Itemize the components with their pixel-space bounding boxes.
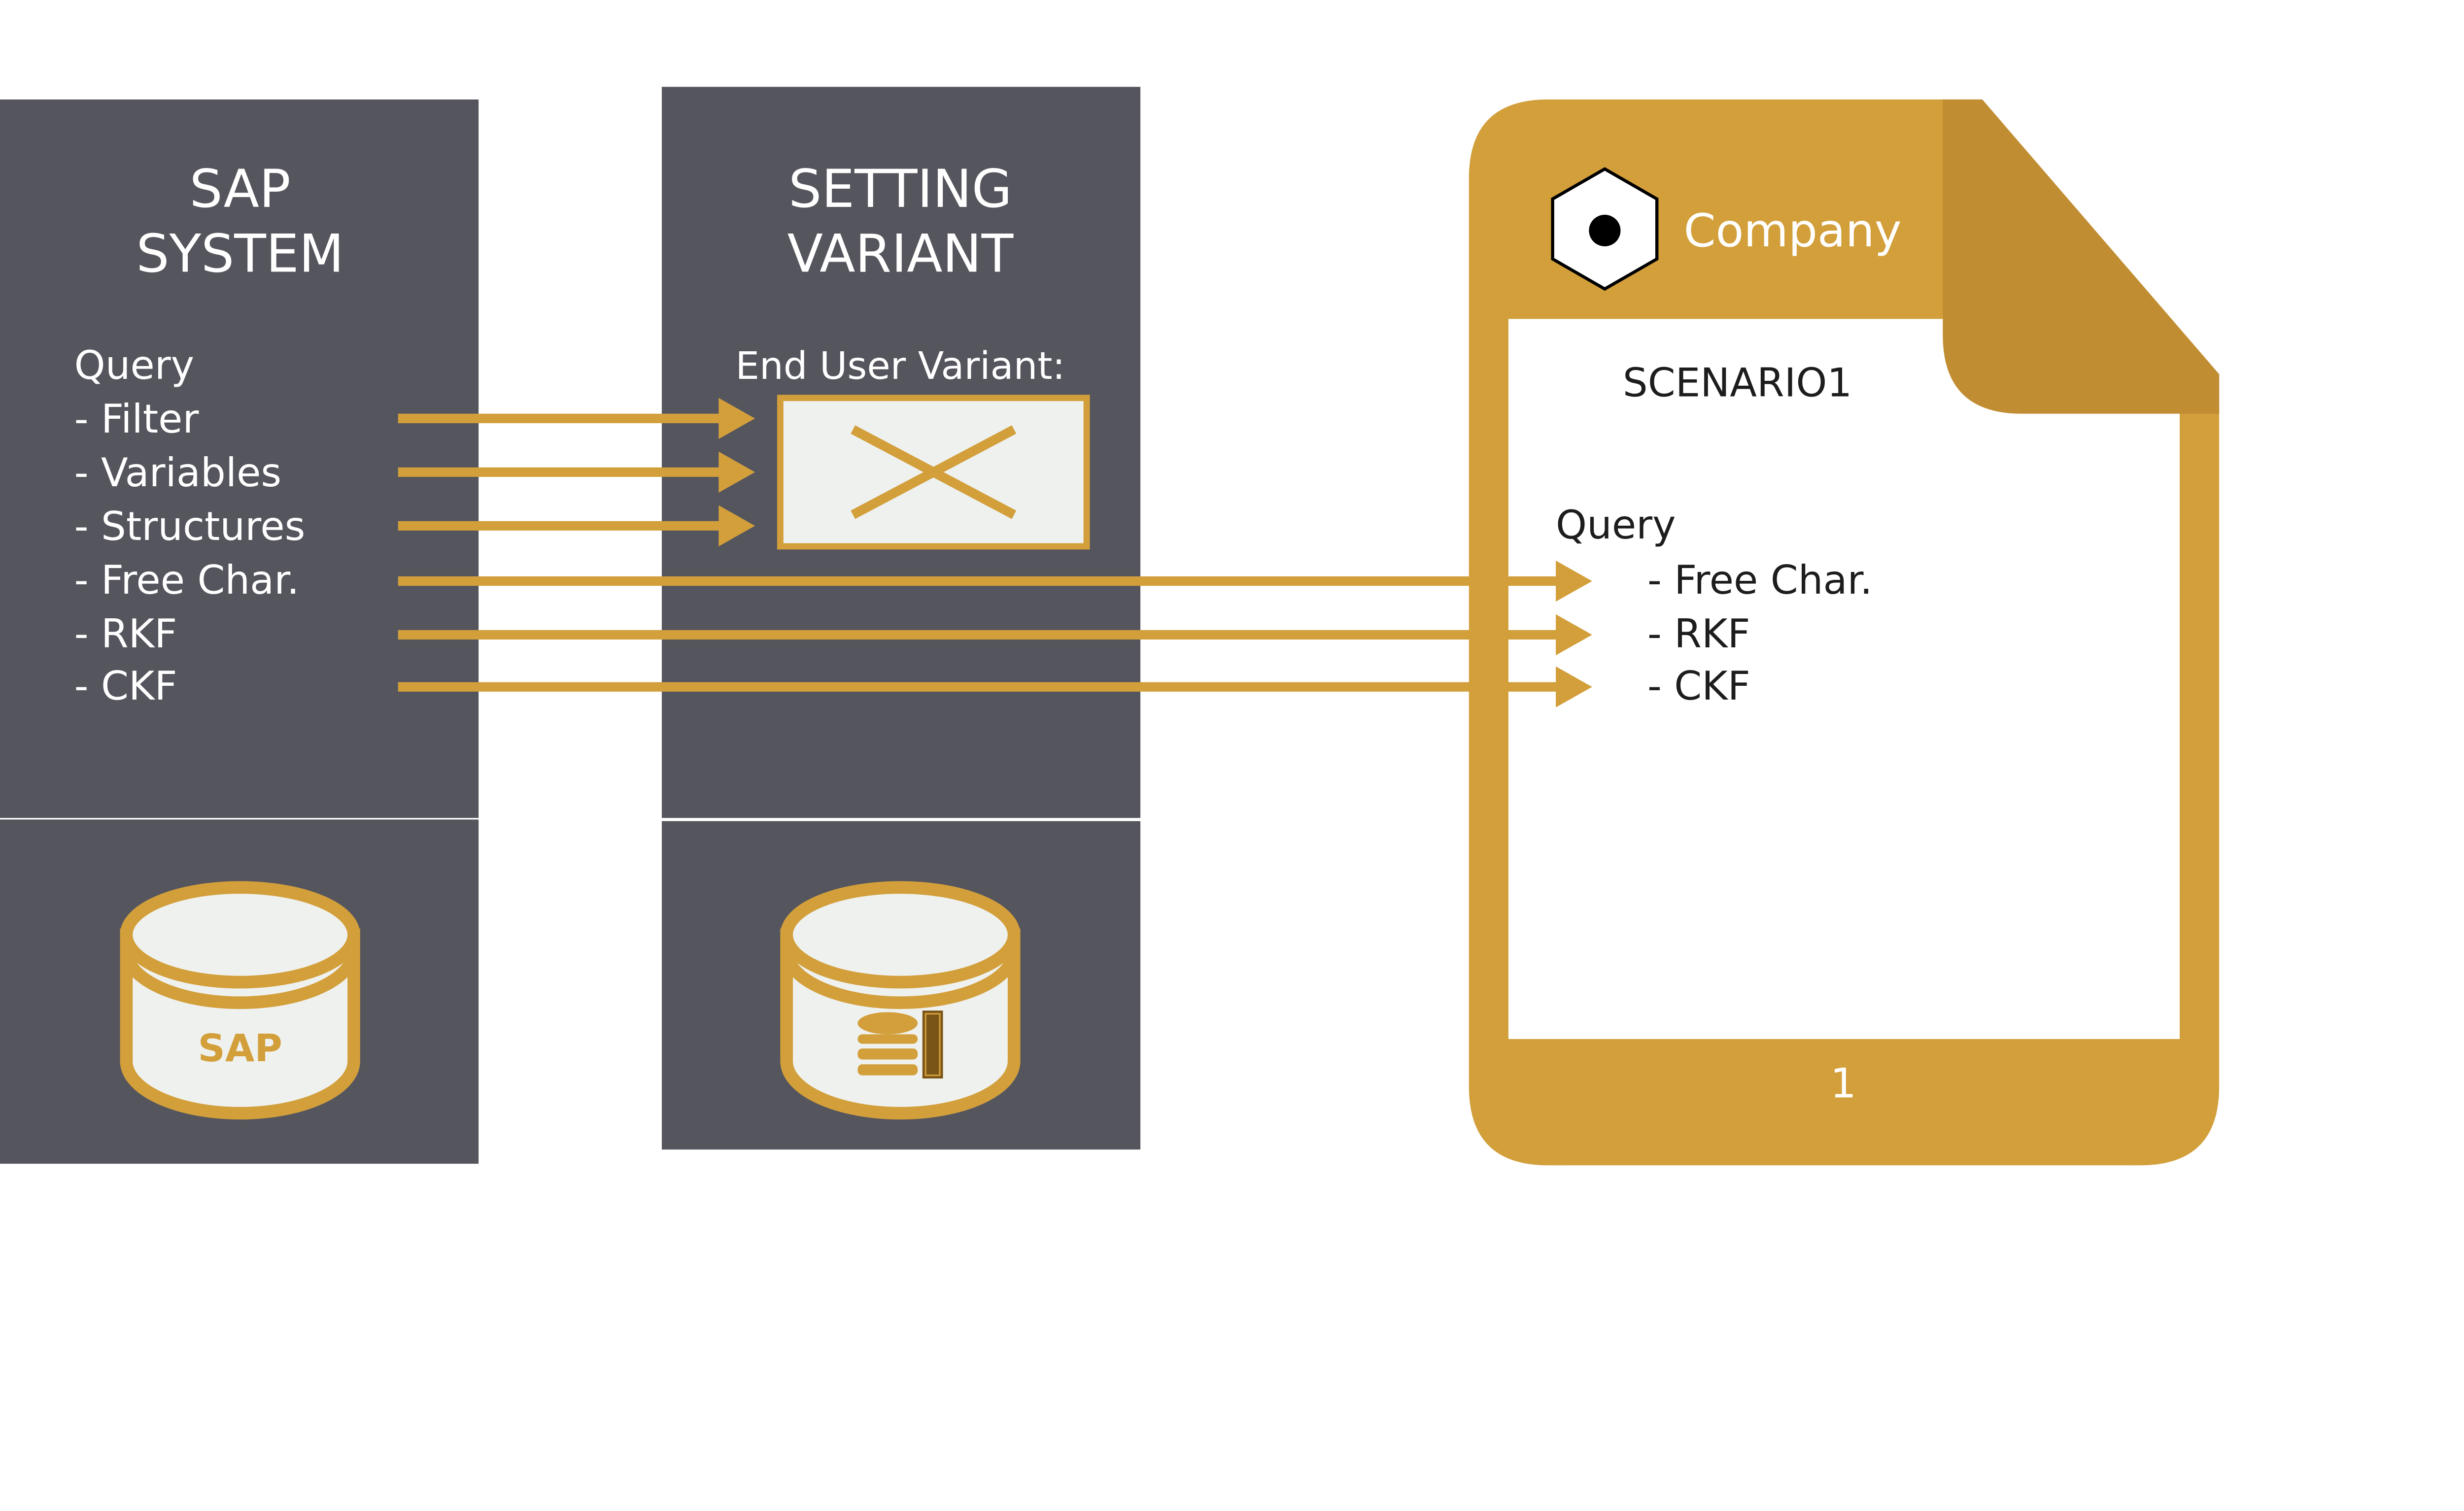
arrows: [398, 398, 1592, 707]
doc-item-ckf: - CKF: [1647, 663, 1750, 709]
sap-item-filter: - Filter: [74, 396, 199, 442]
end-user-variant-label: End User Variant:: [735, 344, 1065, 388]
arrow-ckf: [398, 666, 1592, 707]
logo-dot-icon: [1589, 214, 1621, 246]
cross-icon: [851, 425, 1017, 519]
setting-variant-title-line1: SETTING: [788, 159, 1012, 219]
diagram: SAP SYSTEM Query - Filter - Variables - …: [0, 87, 2220, 1166]
sap-system-title-line1: SAP: [190, 159, 291, 219]
arrow-variables: [398, 451, 755, 493]
page-number: 1: [1830, 1060, 1856, 1108]
sap-item-rkf: - RKF: [74, 611, 177, 657]
setting-variant-title-line2: VARIANT: [787, 223, 1014, 284]
arrow-rkf: [398, 614, 1592, 656]
arrow-free-char: [398, 560, 1592, 602]
sap-query-heading: Query: [74, 342, 194, 388]
company-logo: [1551, 167, 1659, 291]
doc-item-rkf: - RKF: [1647, 611, 1750, 657]
ruler-icon: [922, 1010, 943, 1079]
variant-database-icon: [780, 881, 1021, 1120]
sap-item-free-char: - Free Char.: [74, 557, 300, 603]
sap-system-panel: SAP SYSTEM Query - Filter - Variables - …: [0, 99, 479, 1164]
stack-icon: [857, 1012, 918, 1075]
excluded-box: [777, 395, 1090, 550]
setting-variant-panel: SETTING VARIANT End User Variant:: [661, 87, 1141, 1150]
sap-db-label: SAP: [198, 1027, 282, 1071]
doc-item-free-char: - Free Char.: [1647, 557, 1873, 603]
sap-database-icon: SAP: [120, 881, 360, 1120]
sap-item-ckf: - CKF: [74, 663, 177, 709]
sap-system-title-line2: SYSTEM: [136, 223, 344, 284]
folded-corner: [1943, 99, 2220, 414]
arrow-filter: [398, 398, 755, 439]
arrow-structures: [398, 505, 755, 546]
report-document: Company SCENARIO1 Query - Free Char. - R…: [1469, 99, 2220, 1166]
sap-item-structures: - Structures: [74, 504, 306, 549]
sap-item-variables: - Variables: [74, 450, 281, 496]
company-name: Company: [1684, 204, 1902, 257]
doc-query-heading: Query: [1556, 502, 1676, 548]
scenario-title: SCENARIO1: [1623, 360, 1852, 405]
